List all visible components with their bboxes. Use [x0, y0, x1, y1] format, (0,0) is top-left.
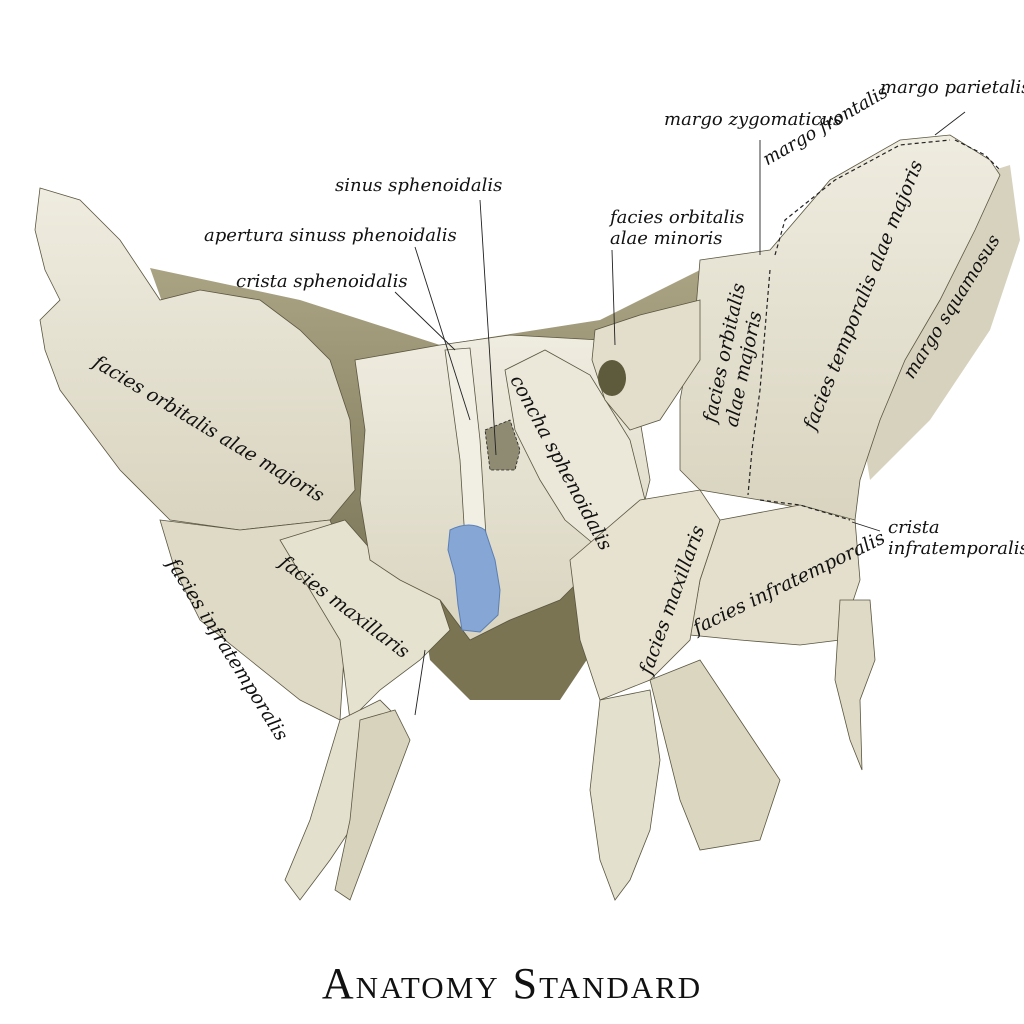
label-apertura-sinus: apertura sinuss phenoidalis [204, 225, 457, 246]
label-line: infratemporalis [888, 537, 1024, 559]
label-margo-zygomaticus: margo zygomaticus [664, 109, 843, 130]
leader-lines [394, 111, 966, 716]
label-line: facies orbitalis [610, 207, 745, 228]
optic-foramen [598, 360, 626, 396]
label-line: alae minoris [610, 227, 723, 249]
label-crista-infratemporalis: crista infratemporalis [888, 517, 1024, 559]
label-sinus-sphenoidalis: sinus sphenoidalis [335, 175, 503, 196]
label-margo-parietalis: margo parietalis [880, 77, 1024, 98]
brand-wordmark: Anatomy Standard [321, 959, 703, 1008]
label-crista-sphenoidalis: crista sphenoidalis [236, 271, 408, 292]
sinus-opening [484, 419, 521, 471]
highlighted-sinus-region [447, 524, 501, 633]
label-line: crista [888, 517, 940, 538]
bone-body [34, 134, 1001, 901]
label-facies-orbitalis-alae-minoris: facies orbitalis alae minoris [610, 207, 745, 249]
dashed-margins [747, 139, 1001, 521]
